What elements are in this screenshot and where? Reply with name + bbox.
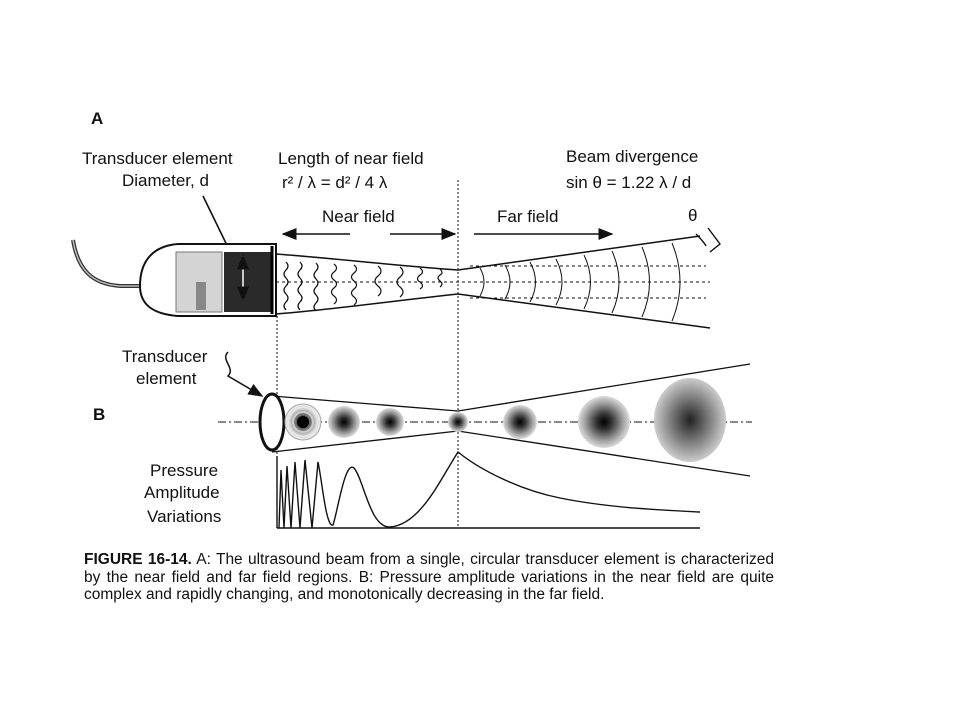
beam-cross-section: [218, 363, 752, 477]
panel-b-label: B: [93, 405, 105, 424]
diameter-label: Diameter, d: [122, 171, 209, 190]
near-field-wavefronts: [283, 261, 443, 312]
transducer-element-label: Transducer element: [82, 149, 233, 168]
transducer-element-b-line1: Transducer: [122, 347, 208, 366]
pressure-label-line3: Variations: [147, 507, 221, 526]
caption-text: A: The ultrasound beam from a single, ci…: [84, 551, 774, 603]
panel-a-label: A: [91, 109, 103, 128]
transducer-cable: [71, 239, 140, 288]
beam-divergence-formula: sin θ = 1.22 λ / d: [566, 173, 691, 192]
theta-label: θ: [688, 206, 697, 225]
near-field-length-title: Length of near field: [278, 149, 424, 168]
ultrasound-beam: [275, 235, 711, 329]
pressure-label-line1: Pressure: [150, 461, 218, 480]
transducer-element-b-line2: element: [136, 369, 197, 388]
pressure-amplitude-plot: [276, 450, 701, 529]
pressure-label-line2: Amplitude: [144, 483, 220, 502]
transducer-b-pointer: [225, 351, 264, 397]
near-field-label: Near field: [322, 207, 395, 226]
theta-angle-arc: [695, 233, 707, 247]
near-field-formula: r² / λ = d² / 4 λ: [282, 173, 388, 192]
far-field-label: Far field: [497, 207, 558, 226]
far-field-wavefronts: [479, 242, 681, 322]
caption-figure-id: FIGURE 16-14.: [84, 551, 192, 568]
transducer-housing: [138, 243, 277, 317]
beam-divergence-title: Beam divergence: [566, 147, 698, 166]
figure-caption: FIGURE 16-14. A: The ultrasound beam fro…: [84, 551, 774, 604]
